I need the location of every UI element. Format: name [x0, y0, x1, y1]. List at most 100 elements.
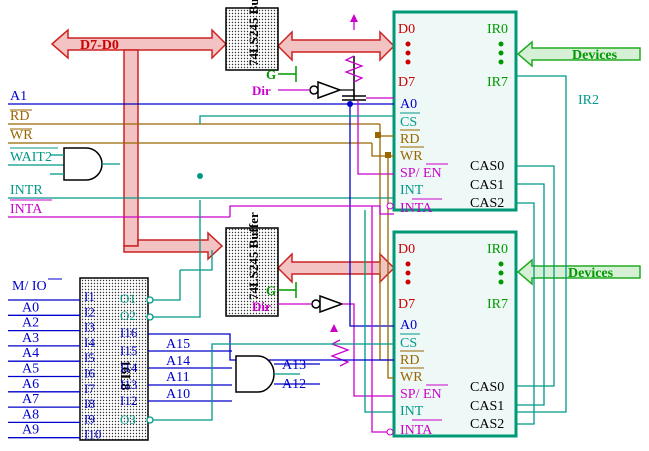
pic-bottom-cas1: CAS1: [470, 399, 504, 414]
pal-input-pin-4: I4: [84, 335, 95, 350]
pal-input-pin-5: I5: [84, 350, 95, 365]
dir-inverter-top: [309, 80, 343, 100]
pic-top-inta: INTA: [400, 201, 433, 216]
buffer-bottom-dir-pin: Dir: [252, 299, 271, 314]
pal-16l8: 16L8: [79, 277, 149, 441]
pic-bottom-inta: INTA: [400, 423, 433, 438]
pic-bottom-d7: D7: [398, 297, 415, 312]
and-input-a12: A12: [282, 377, 306, 392]
inta-bottom-bubble: [386, 428, 394, 436]
pal-i14: I14: [120, 360, 138, 375]
data-bus-arrow-pic-bottom: [276, 252, 396, 284]
pic-top-sp-en: SP/ EN: [400, 166, 442, 181]
pal-input-pin-9: I9: [84, 411, 95, 426]
pic-top-ir-dots: [498, 41, 504, 65]
signal-wr: WR: [10, 128, 33, 143]
pic-overbars: [400, 112, 448, 421]
data-bus-d7-d0: D7-D0: [50, 28, 396, 284]
buffer-bottom-g-pin: G: [266, 283, 276, 298]
buffer-top: 74LS245 Buffer: [225, 0, 279, 71]
pal-out-a11: A11: [166, 370, 190, 385]
wire-rd-top: [379, 124, 394, 137]
pic-top-cas1: CAS1: [470, 178, 504, 193]
pic-top-ir0: IR0: [487, 22, 508, 37]
pal-input-pin-8: I8: [84, 396, 95, 411]
junction-wr: [385, 152, 391, 158]
pal-i16: I16: [120, 325, 138, 340]
wire-pal-o1-buffer: [180, 250, 213, 271]
pal-addr-label-a4: A4: [22, 346, 39, 361]
vcc-arrow-top: [350, 14, 358, 22]
pal-input-pin-7: I7: [84, 381, 95, 396]
ir2-label: IR2: [578, 93, 599, 108]
pic-bottom-cas2: CAS2: [470, 417, 504, 432]
pic-bottom-d0: D0: [398, 242, 415, 257]
pic-bottom-ir0: IR0: [487, 242, 508, 257]
resistor-top: [344, 55, 364, 83]
pal-o3: O3: [120, 412, 136, 427]
inta-top-bubble: [386, 202, 394, 210]
transistor-top: [342, 56, 366, 101]
pic-top-cs: CS: [400, 115, 417, 130]
wire-wr-bottom: [387, 156, 394, 379]
dir-inverter-bottom: [311, 294, 345, 314]
ground-symbol-top: [278, 66, 297, 82]
pic-top-wr: WR: [400, 149, 423, 164]
junction-rd: [375, 132, 381, 138]
pic-bottom-ir7: IR7: [487, 297, 508, 312]
devices-arrow-top: Devices: [516, 40, 641, 68]
pal-i12: I12: [120, 393, 137, 408]
signal-mio: M/ IO: [12, 279, 47, 294]
pic-bottom-a0: A0: [400, 318, 417, 333]
pal-input-pin-10: I10: [84, 427, 101, 442]
buffer-bottom: 74LS245 Buffer: [225, 212, 279, 317]
pal-i13: I13: [120, 377, 137, 392]
pic-bottom-int: INT: [400, 404, 424, 419]
resistor-bottom: [330, 339, 350, 367]
pic-top-a0: A0: [400, 97, 417, 112]
and-gate-wait: [63, 147, 103, 181]
junction-intr: [197, 173, 203, 179]
pal-input-pin-2: I2: [84, 304, 95, 319]
devices-bottom-label: Devices: [568, 266, 614, 281]
wire-sp-en-bottom: [342, 303, 394, 397]
pic-top-cas0: CAS0: [470, 159, 504, 174]
pic-bottom-sp-en: SP/ EN: [400, 387, 442, 402]
pal-addr-label-a9: A9: [22, 423, 39, 438]
signal-a1: A1: [10, 89, 27, 104]
signal-rd: RD: [10, 109, 29, 124]
pal-o1: O1: [120, 291, 136, 306]
pic-bottom-rd: RD: [400, 353, 419, 368]
data-bus-arrow-lower: [123, 231, 224, 261]
devices-arrow-bottom: Devices: [516, 258, 641, 286]
signal-intr: INTR: [10, 183, 43, 198]
pal-addr-label-a7: A7: [22, 392, 39, 407]
pal-addr-label-a6: A6: [22, 377, 39, 392]
pic-top-int: INT: [400, 183, 424, 198]
wire-inta-bottom: [371, 206, 390, 433]
pal-addr-label-a8: A8: [22, 407, 39, 422]
pic-top-ir7: IR7: [487, 75, 508, 90]
signal-wait2: WAIT2: [10, 150, 52, 165]
buffer-bottom-label: 74LS245 Buffer: [246, 212, 261, 300]
pal-output-wires: [146, 200, 394, 424]
pal-out-a14: A14: [166, 354, 190, 369]
pal-addr-label-a0: A0: [22, 300, 39, 315]
wire-sp-en-top: [357, 100, 394, 175]
pal-out-a10: A10: [166, 387, 190, 402]
pic-top-d0: D0: [398, 22, 415, 37]
devices-top-label: Devices: [572, 48, 618, 63]
pal-o2: O2: [120, 308, 136, 323]
ground-symbol-bottom: [278, 282, 297, 298]
wire-dir-top-gate: [340, 89, 355, 96]
and-gate-address: [235, 355, 275, 393]
data-bus-arrow-main: [50, 28, 228, 60]
buffer-top-g-pin: G: [266, 67, 276, 82]
pic-top-rd: RD: [400, 132, 419, 147]
pic-bottom-d-dots: [405, 261, 411, 285]
pal-input-pin-3: I3: [84, 320, 95, 335]
pic-8259-top: [392, 10, 518, 212]
pic-bottom-wr: WR: [400, 370, 423, 385]
